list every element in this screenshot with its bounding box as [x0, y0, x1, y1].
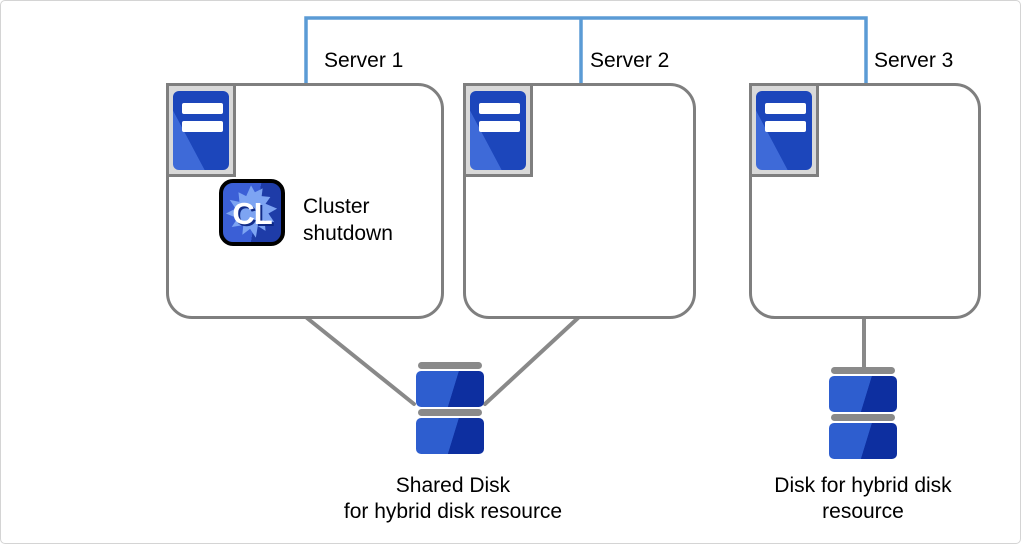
server-1-label: Server 1 [324, 49, 404, 72]
server2-disk-line [483, 316, 580, 406]
server-drive-bay [479, 121, 520, 132]
server-box-1 [166, 83, 444, 319]
shared-disk-label: Shared Disk for hybrid disk resource [343, 474, 563, 523]
server-front-panel [470, 91, 526, 170]
cluster-shutdown-label: Cluster shutdown [303, 195, 393, 245]
disk-cap [831, 414, 895, 421]
server-icon [166, 83, 236, 177]
disk-platter [829, 376, 897, 412]
server-front-panel [756, 91, 812, 170]
server-drive-bay [765, 121, 806, 132]
server-drive-bay [765, 103, 806, 114]
hybrid-disk-icon [829, 367, 897, 461]
server-drive-bay [479, 103, 520, 114]
server-drive-bay [182, 103, 223, 114]
disk-platter [829, 423, 897, 459]
disk-cap [418, 362, 482, 369]
server-icon [463, 83, 533, 177]
server1-disk-line [305, 316, 416, 406]
server-box-3 [749, 83, 981, 319]
server-3-label: Server 3 [874, 49, 954, 72]
server-front-panel [173, 91, 229, 170]
disk-cap [831, 367, 895, 374]
disk-cap [418, 409, 482, 416]
server-box-2 [463, 83, 696, 319]
cl-icon-text: CL [232, 196, 272, 231]
server-2-label: Server 2 [590, 49, 670, 72]
shared-disk-icon [416, 362, 484, 456]
server-drive-bay [182, 121, 223, 132]
cluster-app-icon: CL [219, 179, 285, 246]
starburst-icon [225, 185, 278, 238]
disk-platter [416, 418, 484, 454]
hybrid-disk-label: Disk for hybrid disk resource [774, 474, 952, 523]
server-icon [749, 83, 819, 177]
interconnect-line [304, 16, 868, 83]
disk-platter [416, 371, 484, 407]
